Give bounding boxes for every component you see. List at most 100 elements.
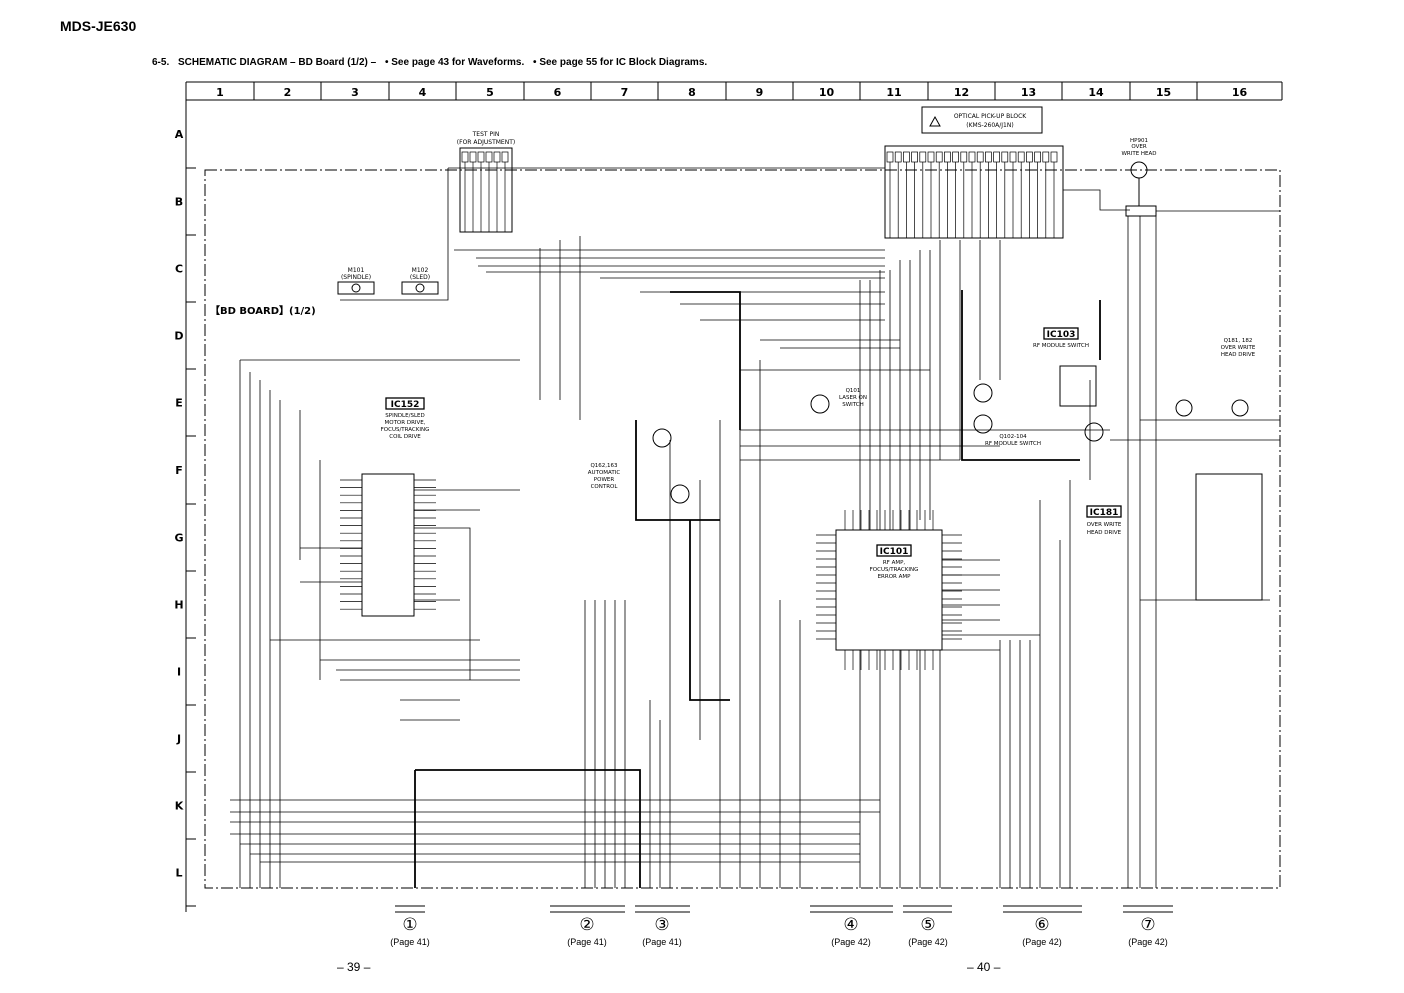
ic103-label: IC103 [1047,330,1076,340]
row-label: A [175,128,184,141]
column-label: 7 [621,86,629,99]
row-label: I [177,666,181,679]
ic103-desc: RF MODULE SWITCH [1033,343,1089,349]
column-label: 4 [419,86,427,99]
spindle-motor: M101 (SPINDLE) [337,267,375,295]
column-label: 2 [284,86,292,99]
board-label: 【BD BOARD】(1/2) [210,304,316,317]
row-label: B [175,196,183,209]
column-label: 16 [1232,86,1248,99]
wiring [230,167,1280,888]
ic152-desc3: FOCUS/TRACKING [381,427,430,433]
ic181-desc1: OVER WRITE [1087,522,1122,528]
m102-label: M102 [412,267,429,274]
connector-page-ref: (Page 41) [567,937,607,947]
ic101-desc3: ERROR AMP [878,574,912,580]
ic101-desc1: RF AMP, [883,560,906,566]
grid-frame [185,81,1283,912]
q162-sub1: AUTOMATIC [588,470,621,476]
m101-label: M101 [348,267,365,274]
row-label: D [174,330,183,343]
q181-label-group: Q181, 182 OVER WRITE HEAD DRIVE [1175,338,1256,417]
ic103: IC103 RF MODULE SWITCH [1033,327,1097,407]
column-label: 12 [954,86,969,99]
ic181-label: IC181 [1090,508,1119,518]
column-label: 13 [1021,86,1036,99]
hp901-sub1: OVER [1131,144,1146,150]
q102-label: Q102-104 [999,434,1027,440]
row-label: K [175,800,184,813]
connector-page-ref: (Page 41) [642,937,682,947]
q102-label-group: Q102-104 RF MODULE SWITCH [973,383,1104,447]
sled-motor: M102 (SLED) [401,267,439,295]
column-label: 15 [1156,86,1171,99]
connector-number: ③ [654,915,670,934]
q101-label-group: Q101 LASER ON SWITCH [810,388,867,414]
test-pin-subtitle: (FOR ADJUSTMENT) [457,139,515,146]
q101-sub1: LASER ON [839,395,867,401]
column-label: 3 [351,86,359,99]
test-pin-block: TEST PIN (FOR ADJUSTMENT) [457,131,515,233]
board-outline [204,169,1281,889]
m102-sub: (SLED) [410,274,430,281]
column-label: 5 [486,86,494,99]
q162-label: Q162,163 [590,463,618,469]
connector-number: ⑥ [1034,915,1050,934]
q101-sub2: SWITCH [842,402,864,408]
page-number-right: – 40 – [967,960,1001,974]
ic152: IC152 SPINDLE/SLED MOTOR DRIVE, FOCUS/TR… [340,397,436,617]
ic181: IC181 OVER WRITE HEAD DRIVE [1086,473,1263,601]
q181-sub1: OVER WRITE [1221,345,1256,351]
optical-subtitle: (KMS-260A/J1N) [966,122,1013,129]
ic152-label: IC152 [391,400,420,410]
test-pin-title: TEST PIN [472,131,500,138]
ic101-desc2: FOCUS/TRACKING [870,567,919,573]
q102-sub: RF MODULE SWITCH [985,441,1041,447]
q181-label: Q181, 182 [1224,338,1253,344]
row-label: G [174,532,183,545]
diagram-title: SCHEMATIC DIAGRAM – BD Board (1/2) – [178,57,377,68]
q101-label: Q101 [846,388,861,394]
optical-pickup-block: OPTICAL PICK-UP BLOCK (KMS-260A/J1N) [884,106,1064,239]
overwrite-head: HP901 OVER WRITE HEAD [1121,138,1157,217]
power-wiring [414,290,1101,888]
column-label: 1 [216,86,224,99]
ic101: IC101 RF AMP, FOCUS/TRACKING ERROR AMP [816,510,962,670]
waveform-note: • See page 43 for Waveforms. [384,57,525,68]
connector-number: ⑦ [1140,915,1156,934]
row-label: E [175,397,183,410]
q162-label-group: Q162,163 AUTOMATIC POWER CONTROL [588,428,690,504]
connector-number: ④ [843,915,859,934]
column-label: 10 [819,86,835,99]
ic101-label: IC101 [880,547,909,557]
bottom-connectors [395,905,1173,913]
column-label: 9 [756,86,764,99]
row-label: H [174,599,183,612]
q162-sub3: CONTROL [591,484,619,490]
column-label: 8 [688,86,696,99]
connector-number: ① [402,915,418,934]
connector-page-ref: (Page 42) [1128,937,1168,947]
column-label: 6 [554,86,562,99]
diagram-subtitle: 6-5. SCHEMATIC DIAGRAM – BD Board (1/2) … [152,57,713,68]
model-title: MDS-JE630 [60,18,137,34]
row-label: L [175,867,182,880]
connector-page-ref: (Page 42) [908,937,948,947]
ic152-desc2: MOTOR DRIVE, [385,420,426,426]
ic152-desc1: SPINDLE/SLED [385,413,424,419]
column-label: 11 [886,86,901,99]
page-number-left: – 39 – [337,960,371,974]
row-label: J [176,733,181,746]
ic181-desc2: HEAD DRIVE [1087,530,1122,536]
hp901-sub2: WRITE HEAD [1121,151,1156,157]
block-diagram-note: • See page 55 for IC Block Diagrams. [533,57,708,68]
connector-number: ② [579,915,595,934]
q181-sub2: HEAD DRIVE [1221,352,1256,358]
hp901-label: HP901 [1130,138,1148,144]
connector-page-ref: (Page 42) [1022,937,1062,947]
column-label: 14 [1088,86,1104,99]
row-label: C [175,263,183,276]
